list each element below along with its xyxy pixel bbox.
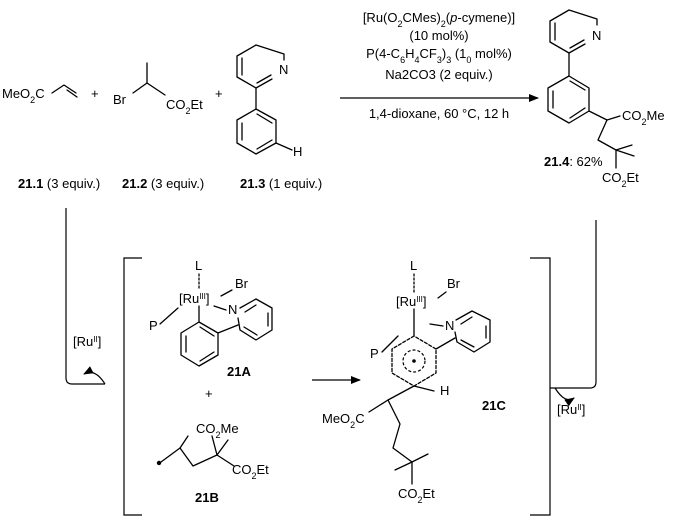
- compound-21-4-yield: : 62%: [569, 154, 603, 169]
- intermediate-21A: L [RuIII] Br P N 21A: [149, 258, 273, 379]
- 21A-br: Br: [235, 276, 249, 291]
- condition-catalyst-loading: (10 mol%): [409, 28, 468, 43]
- 21C-h: H: [440, 383, 449, 398]
- cycle-ru-in: [RuII]: [73, 334, 101, 349]
- 21C-p: P: [370, 346, 379, 361]
- catalytic-cycle: [RuII] [RuII]: [65, 208, 597, 516]
- 21C-ester2: CO2Et: [398, 486, 435, 505]
- cycle-right-line: [550, 220, 597, 389]
- condition-catalyst: [Ru(O2CMes)2(p-cymene)]: [363, 10, 515, 29]
- compound-21-3-equiv: (1 equiv.): [265, 176, 322, 191]
- compound-21-1-label: 21.1: [18, 176, 43, 191]
- compound-21-3-label: 21.3: [240, 176, 265, 191]
- compound-21-3-h: H: [293, 144, 302, 159]
- right-bracket: [530, 257, 551, 516]
- radical-dot: [156, 460, 162, 466]
- plus-sign-1: +: [91, 86, 99, 101]
- condition-solvent: 1,4-dioxane, 60 °C, 12 h: [369, 106, 509, 121]
- cycle-left-hook: [83, 366, 106, 385]
- cycle-ru-out: [RuII]: [557, 402, 585, 417]
- 21B-label: 21B: [195, 490, 219, 505]
- compound-21-2-ester: CO2Et: [166, 97, 203, 116]
- compound-21-1-equiv: (3 equiv.): [43, 176, 100, 191]
- compound-21-2-label: 21.2: [122, 176, 147, 191]
- 21C-ligand-L: L: [410, 258, 417, 273]
- compound-21-4-ester2: CO2Et: [602, 170, 639, 189]
- svg-text:21.2 (3 equiv.): 21.2 (3 equiv.): [122, 176, 204, 191]
- intermediate-21C: L [RuIII] Br P N H MeO2C CO2Et 21C: [322, 258, 506, 505]
- compound-21-3: N H 21.3 (1 equiv.): [236, 44, 322, 191]
- compound-21-2: Br CO2Et 21.2 (3 equiv.): [113, 62, 204, 191]
- intermediate-21B: CO2Me CO2Et 21B: [156, 421, 269, 505]
- left-bracket: [123, 257, 142, 516]
- 21A-metal: [RuIII]: [179, 291, 210, 306]
- compound-21-4-label: 21.4: [544, 154, 570, 169]
- 21A-p: P: [149, 318, 158, 333]
- compound-21-4: N CO2Me CO2Et 21.4: 62%: [544, 9, 665, 189]
- compound-21-4-ester1: CO2Me: [622, 108, 665, 127]
- 21A-ligand-L: L: [195, 258, 202, 273]
- compound-21-2-br: Br: [113, 92, 127, 107]
- svg-text:21.4: 62%: 21.4: 62%: [544, 154, 603, 169]
- condition-ligand: P(4-C6H4CF3)3 (10 mol%): [366, 46, 512, 65]
- condition-base: Na2CO3 (2 equiv.): [385, 67, 492, 82]
- 21C-radical-dot: [412, 359, 416, 363]
- plus-sign-2: +: [215, 86, 223, 101]
- compound-21-1-formula: MeO2C: [2, 86, 45, 105]
- cycle-left-line: [65, 208, 105, 385]
- plus-sign-3: +: [205, 386, 213, 401]
- 21C-metal: [RuIII]: [396, 294, 427, 309]
- compound-21-1: MeO2C 21.1 (3 equiv.): [2, 84, 100, 191]
- 21C-n: N: [445, 318, 454, 333]
- compound-21-4-n: N: [592, 28, 601, 43]
- compound-21-3-n: N: [279, 62, 288, 77]
- reaction-conditions: [Ru(O2CMes)2(p-cymene)] (10 mol%) P(4-C6…: [363, 10, 515, 121]
- 21A-n: N: [228, 302, 237, 317]
- 21B-ester1: CO2Me: [196, 421, 239, 440]
- 21C-label: 21C: [482, 398, 506, 413]
- 21B-ester2: CO2Et: [232, 462, 269, 481]
- svg-text:21.3 (1 equiv.): 21.3 (1 equiv.): [240, 176, 322, 191]
- cycle-right-hook: [554, 387, 575, 407]
- 21C-ester1: MeO2C: [322, 411, 365, 430]
- 21A-label: 21A: [227, 364, 251, 379]
- svg-text:21.1 (3 equiv.): 21.1 (3 equiv.): [18, 176, 100, 191]
- 21C-br: Br: [447, 276, 461, 291]
- compound-21-2-equiv: (3 equiv.): [147, 176, 204, 191]
